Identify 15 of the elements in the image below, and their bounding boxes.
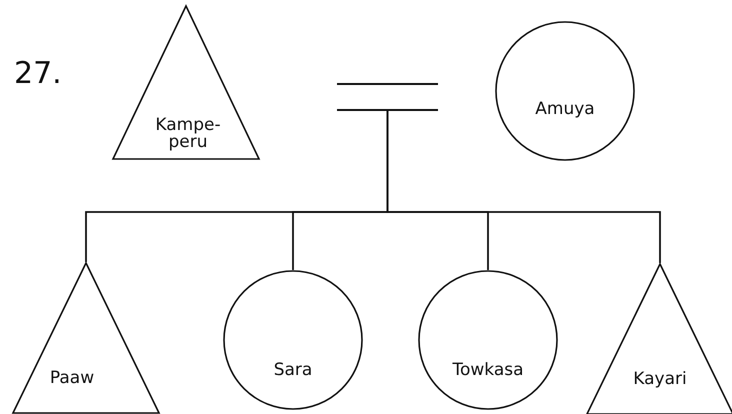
triangle-symbol (12, 262, 160, 414)
circle-symbol (495, 21, 635, 161)
person-name: Kampe- peru (154, 117, 222, 151)
person-name: Kayari (632, 371, 688, 388)
circle-symbol (418, 270, 558, 410)
person-name: Sara (272, 362, 314, 379)
person-name: Towkasa (451, 362, 525, 379)
marriage-sign (337, 83, 438, 111)
person-name: Amuya (534, 101, 596, 118)
descent-line (386, 111, 661, 263)
circle-symbol (223, 270, 363, 410)
person-name: Paaw (48, 370, 96, 387)
figure-number: 27. (14, 56, 62, 91)
triangle-symbol (586, 263, 732, 414)
triangle-symbol (112, 5, 260, 160)
